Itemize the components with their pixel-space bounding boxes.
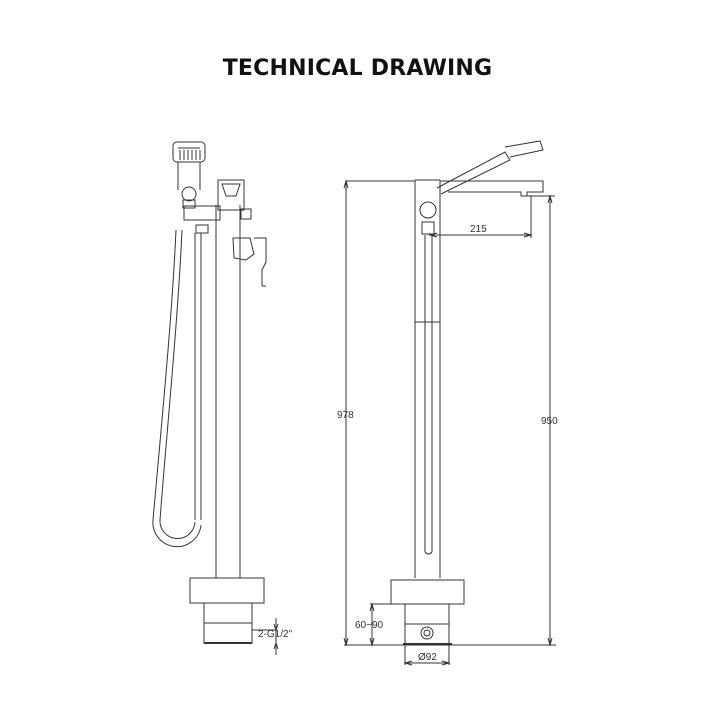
front-view: 2-G1/2": [152, 141, 293, 655]
total-height-label: 978: [337, 410, 354, 421]
hand-shower-icon: [172, 141, 206, 209]
base-range-label: 60~90: [355, 620, 384, 631]
page-title: TECHNICAL DRAWING: [222, 56, 493, 81]
side-view: 978 950 215 60~90 Ø92: [337, 140, 558, 666]
spout-reach-label: 215: [470, 224, 487, 235]
base-diameter-label: Ø92: [418, 652, 437, 663]
thread-label: 2-G1/2": [258, 629, 293, 640]
spout-height-label: 950: [541, 416, 558, 427]
